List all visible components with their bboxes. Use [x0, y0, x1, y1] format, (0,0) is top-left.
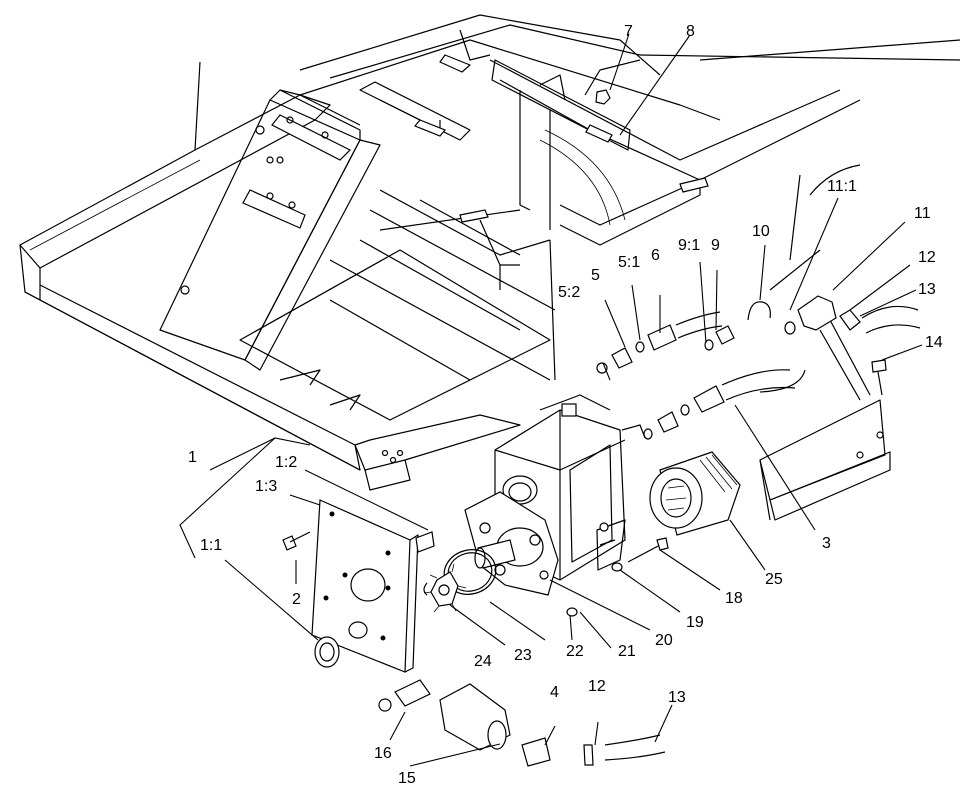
callout-labels: 1 1:2 1:3 1:1 2 3 4 5 5:1 5:2 6 7 8 9 9:…	[188, 23, 943, 787]
leader-lines	[179, 33, 923, 767]
callout-11: 11	[914, 205, 931, 222]
callout-4: 4	[550, 684, 559, 701]
callout-9-1: 9:1	[678, 237, 700, 254]
callout-12-top: 12	[918, 249, 936, 266]
chassis-frame	[19, 14, 961, 491]
callout-8: 8	[686, 23, 695, 40]
pump-oring-and-gear	[423, 549, 497, 613]
callout-18: 18	[725, 590, 743, 607]
callout-23: 23	[514, 647, 532, 664]
callout-1: 1	[188, 449, 197, 466]
callout-13-top: 13	[918, 281, 936, 298]
callout-22: 22	[566, 643, 584, 660]
callout-1-3: 1:3	[255, 478, 277, 495]
callout-15: 15	[398, 770, 416, 787]
callout-24: 24	[474, 653, 492, 670]
callout-5: 5	[591, 267, 600, 284]
oil-filter	[649, 451, 741, 536]
callout-6: 6	[651, 247, 660, 264]
callout-20: 20	[655, 632, 673, 649]
callout-1-1: 1:1	[200, 537, 222, 554]
callout-3: 3	[822, 535, 831, 552]
callout-19: 19	[686, 614, 704, 631]
pump-mount-plate	[311, 499, 419, 673]
callout-9: 9	[711, 237, 720, 254]
mount-bracket-right	[759, 164, 891, 521]
hardware	[282, 89, 887, 668]
callout-7: 7	[624, 23, 633, 40]
callout-16: 16	[374, 745, 392, 762]
callout-5-2: 5:2	[558, 284, 580, 301]
callout-12-bottom: 12	[588, 678, 606, 695]
hydraulic-pump	[464, 394, 646, 596]
hydraulic-fittings	[378, 295, 921, 767]
callout-11-1: 11:1	[827, 178, 857, 195]
callout-25: 25	[765, 571, 783, 588]
callout-5-1: 5:1	[618, 254, 640, 271]
callout-21: 21	[618, 643, 636, 660]
callout-2: 2	[292, 591, 301, 608]
callout-1-2: 1:2	[275, 454, 297, 471]
callout-13-bottom: 13	[668, 689, 686, 706]
callout-14: 14	[925, 334, 943, 351]
callout-10: 10	[752, 223, 770, 240]
